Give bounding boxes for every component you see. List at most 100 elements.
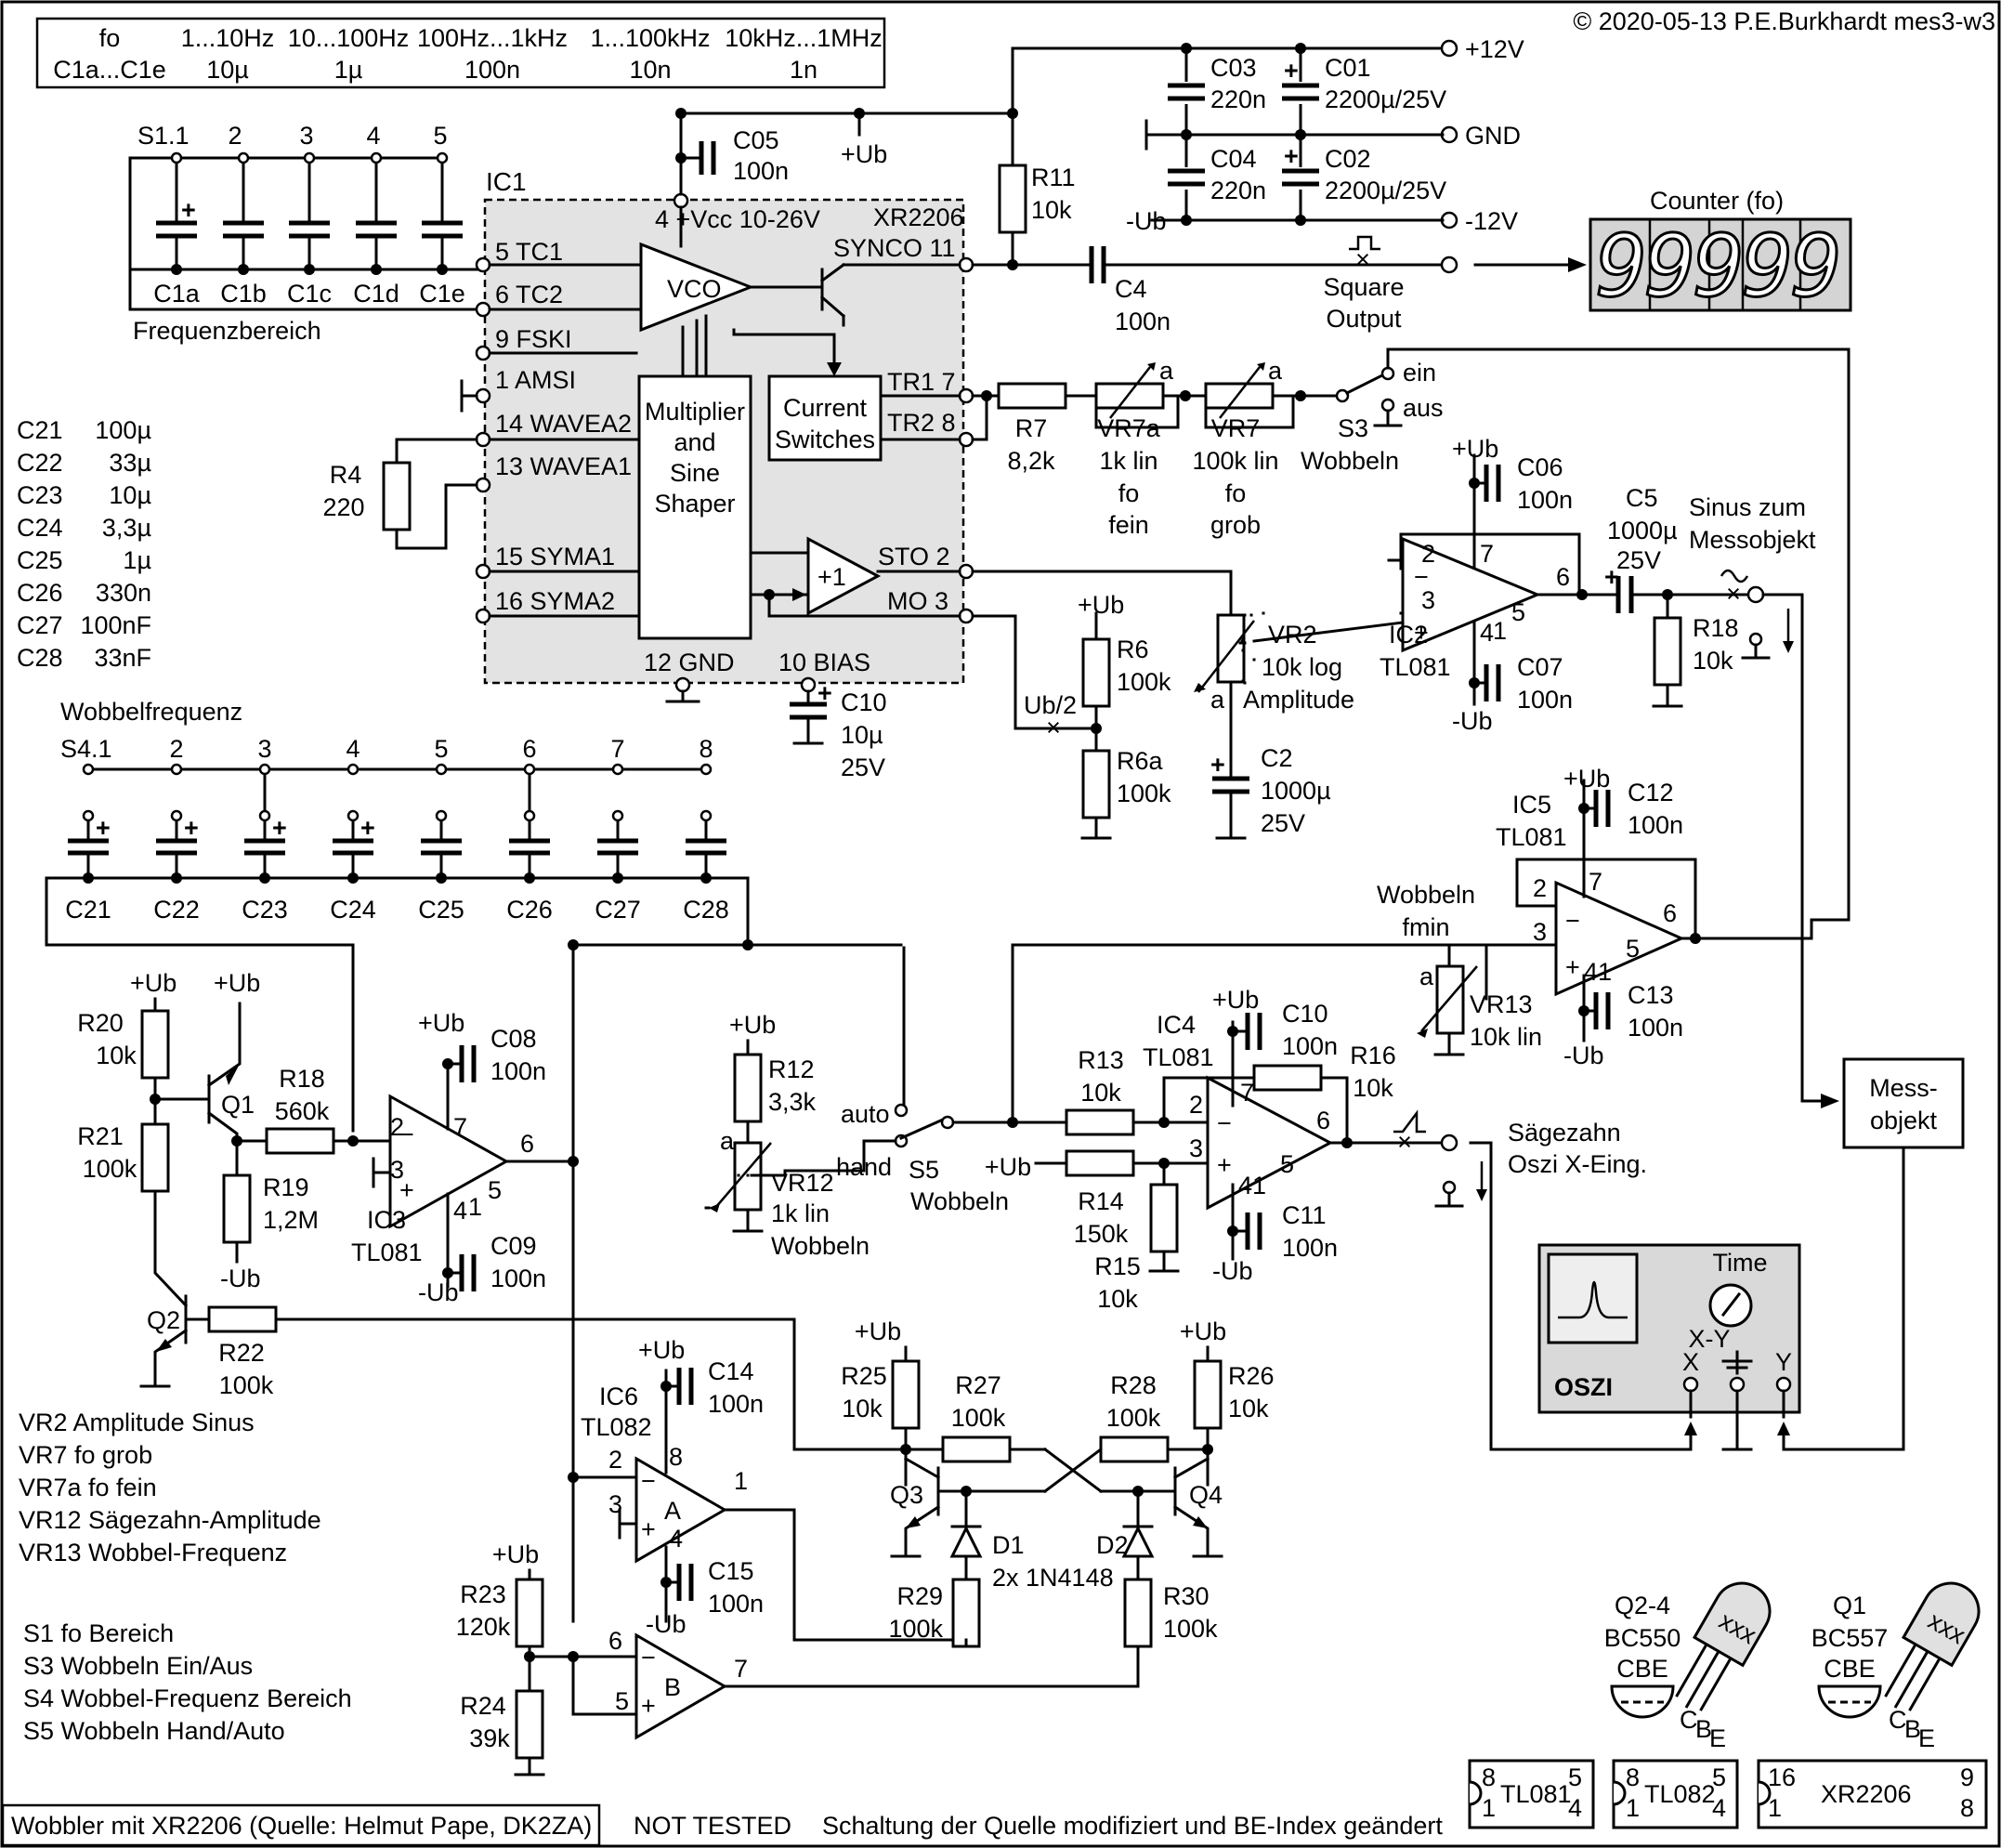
svg-text:S3: S3 <box>1338 414 1368 442</box>
svg-text:100k: 100k <box>1106 1404 1161 1432</box>
svg-text:C28: C28 <box>17 644 63 672</box>
svg-text:R18: R18 <box>1693 614 1739 642</box>
svg-text:1k lin: 1k lin <box>771 1199 830 1227</box>
svg-text:100k lin: 100k lin <box>1192 447 1278 475</box>
svg-text:2: 2 <box>390 1113 404 1141</box>
svg-text:100µ: 100µ <box>95 416 151 444</box>
s4-contact <box>82 763 95 776</box>
svg-text:R6a: R6a <box>1117 747 1164 775</box>
s1-contact <box>237 151 250 164</box>
svg-text:C10: C10 <box>841 688 887 716</box>
svg-text:-Ub: -Ub <box>1212 1257 1253 1285</box>
svg-text:100n: 100n <box>1628 811 1683 839</box>
svg-text:R25: R25 <box>841 1362 887 1390</box>
buffer-block <box>806 536 882 616</box>
svg-text:C21: C21 <box>17 416 63 444</box>
svg-text:D1: D1 <box>992 1531 1025 1559</box>
svg-text:4: 4 <box>1480 619 1494 647</box>
svg-text:5 TC1: 5 TC1 <box>495 238 563 266</box>
svg-text:TR1 7: TR1 7 <box>887 368 956 396</box>
svg-text:Switches: Switches <box>775 426 875 453</box>
svg-text:IC5: IC5 <box>1512 791 1551 819</box>
svg-text:+12V: +12V <box>1465 35 1524 63</box>
s4-contact <box>523 763 536 776</box>
svg-text:+: + <box>1414 619 1429 647</box>
svg-text:13 WAVEA1: 13 WAVEA1 <box>495 452 632 480</box>
svg-text:+Ub: +Ub <box>729 1011 776 1039</box>
svg-text:-Ub: -Ub <box>220 1265 261 1292</box>
svg-text:+: + <box>360 814 375 842</box>
svg-text:C4: C4 <box>1115 275 1147 303</box>
svg-text:5: 5 <box>1626 935 1640 963</box>
svg-text:S4 Wobbel-Frequenz Bereich: S4 Wobbel-Frequenz Bereich <box>23 1684 352 1712</box>
transistor-packages: Q2-4 BC550 CBE xxx C B E Q1 BC557 CBE xx… <box>1604 1581 1981 1752</box>
svg-text:R20: R20 <box>77 1009 124 1037</box>
svg-text:8: 8 <box>1482 1763 1496 1791</box>
svg-text:+Ub: +Ub <box>985 1153 1031 1181</box>
svg-text:R30: R30 <box>1163 1582 1210 1610</box>
copyright: © 2020-05-13 P.E.Burkhardt mes3-w3 <box>1573 7 1995 35</box>
svg-text:8,2k: 8,2k <box>1007 447 1055 475</box>
svg-text:R22: R22 <box>218 1339 265 1367</box>
svg-text:C1c: C1c <box>287 280 332 308</box>
svg-text:C: C <box>1889 1706 1907 1734</box>
messobjekt-box <box>1842 1057 1965 1149</box>
test-setup: Mess- objekt Time X-Y OSZI X Y <box>1537 1057 1965 1451</box>
svg-text:100n: 100n <box>1517 686 1573 714</box>
svg-text:220n: 220n <box>1210 177 1266 204</box>
svg-text:+: + <box>1604 563 1619 591</box>
svg-text:R18: R18 <box>279 1065 325 1093</box>
svg-text:+Ub: +Ub <box>1212 986 1259 1014</box>
svg-text:Shaper: Shaper <box>654 490 735 518</box>
svg-text:2200µ/25V: 2200µ/25V <box>1325 177 1446 204</box>
svg-text:SYNCO 11: SYNCO 11 <box>833 234 956 262</box>
svg-text:-Ub: -Ub <box>1563 1042 1604 1069</box>
svg-text:C15: C15 <box>708 1557 754 1585</box>
svg-text:a: a <box>1210 686 1225 714</box>
svg-text:10k: 10k <box>1353 1074 1393 1102</box>
svg-text:100n: 100n <box>708 1590 764 1618</box>
s4-contact <box>347 763 360 776</box>
svg-text:C26: C26 <box>17 579 63 607</box>
svg-text:4: 4 <box>669 1525 683 1553</box>
svg-text:1: 1 <box>734 1467 748 1495</box>
svg-text:Wobbeln: Wobbeln <box>1377 881 1475 909</box>
svg-text:100k: 100k <box>219 1371 274 1399</box>
svg-text:XR2206: XR2206 <box>1821 1780 1912 1808</box>
svg-text:C28: C28 <box>683 896 729 924</box>
svg-text:8: 8 <box>699 735 713 763</box>
svg-text:+: + <box>1284 142 1299 170</box>
current-switches-block <box>767 374 883 462</box>
svg-text:+Ub: +Ub <box>841 140 887 168</box>
sine-output: + × C5 1000µ 25V R18 10k Sinus zum Messo… <box>1580 484 1839 1108</box>
svg-text:10k lin: 10k lin <box>1470 1023 1542 1051</box>
svg-text:R26: R26 <box>1228 1362 1275 1390</box>
svg-text:100k: 100k <box>83 1155 137 1183</box>
svg-text:220n: 220n <box>1210 85 1266 113</box>
svg-text:Q1: Q1 <box>1833 1592 1866 1619</box>
svg-text:1k lin: 1k lin <box>1099 447 1157 475</box>
svg-text:10k: 10k <box>1080 1079 1121 1107</box>
svg-text:Square: Square <box>1323 273 1404 301</box>
svg-text:Q4: Q4 <box>1189 1481 1223 1509</box>
svg-text:a: a <box>1419 963 1434 990</box>
svg-text:2: 2 <box>1533 874 1547 902</box>
svg-text:8: 8 <box>1626 1763 1640 1791</box>
table-range: 1...100kHz <box>590 24 710 52</box>
svg-text:C27: C27 <box>595 896 641 924</box>
svg-text:×: × <box>1355 245 1370 273</box>
s1-contact <box>370 151 383 164</box>
ic2: − + +Ub -Ub C06 100n C07 100n 2 <box>1238 435 1588 735</box>
svg-text:7: 7 <box>453 1113 467 1141</box>
svg-text:C09: C09 <box>490 1232 537 1260</box>
current-source: +Ub +Ub R20 10k R21 100k Q1 R18 560k R19… <box>77 969 796 1399</box>
svg-text:1: 1 <box>1482 1794 1496 1822</box>
svg-text:TL081: TL081 <box>351 1239 423 1266</box>
svg-text:1: 1 <box>468 1193 482 1221</box>
ic4: R13 10k +Ub R14 150k R15 10k R16 10k − +… <box>985 943 1697 1451</box>
svg-text:100k: 100k <box>951 1404 1006 1432</box>
svg-text:X: X <box>1682 1348 1699 1376</box>
svg-text:fo: fo <box>1225 479 1247 507</box>
svg-text:STO 2: STO 2 <box>878 543 950 570</box>
